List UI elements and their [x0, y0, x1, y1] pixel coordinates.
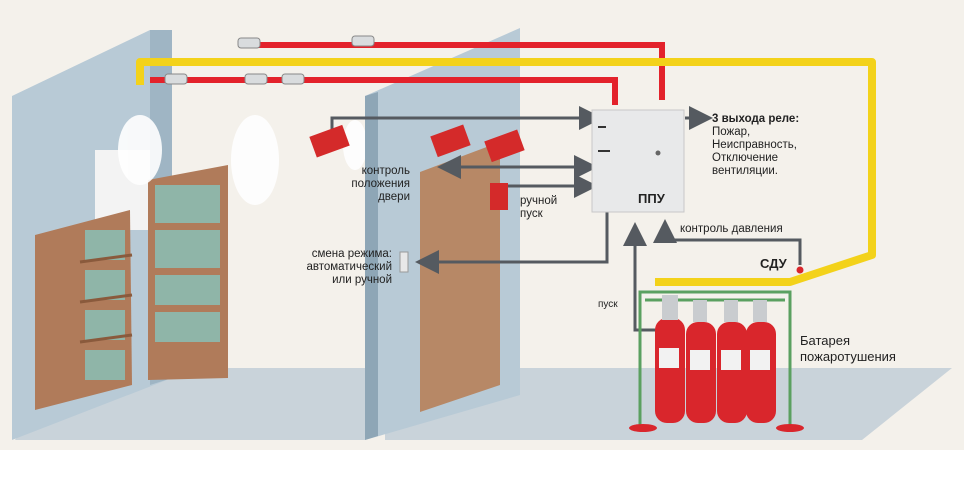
door-control-2: положения — [351, 178, 410, 190]
detector-line-2 — [150, 77, 618, 105]
control-panel-icon[interactable] — [591, 109, 685, 213]
relay-title: 3 выхода реле: — [712, 113, 800, 125]
mode-switch-label: смена режима: автоматический или ручной — [270, 248, 392, 287]
door[interactable] — [420, 142, 500, 412]
relay-off: Отключение — [712, 152, 779, 164]
battery-1: Батарея — [800, 333, 851, 348]
manual-start-1: ручной — [520, 195, 558, 207]
start-label: пуск — [598, 299, 618, 310]
bookshelf-back — [148, 165, 228, 380]
mode-switch-3: или ручной — [332, 274, 392, 286]
pressure-sensor-icon — [796, 266, 804, 274]
battery-label: Батарея пожаротушения — [800, 333, 896, 365]
relay-outputs-label: 3 выхода реле: Пожар, Неисправность, Отк… — [712, 113, 799, 178]
detector-line-1 — [240, 42, 665, 100]
manual-call-point-icon[interactable] — [490, 183, 508, 210]
exit-sign-icon — [309, 124, 525, 163]
door-control-1: контроль — [361, 165, 410, 177]
door-control-3: двери — [378, 191, 410, 203]
door-control-label: контроль положения двери — [320, 165, 410, 204]
sdu-label: СДУ — [760, 256, 787, 271]
manual-start-label: ручной пуск — [520, 195, 557, 221]
pressure-control-label: контроль давления — [680, 223, 783, 235]
smoke-detector-icon — [164, 35, 375, 85]
relay-vent: вентиляции. — [712, 165, 778, 177]
mode-switch-icon[interactable] — [399, 251, 409, 273]
gas-cylinder-icon — [655, 295, 776, 423]
mode-switch-1: смена режима: — [311, 248, 392, 260]
bookshelf-front — [35, 210, 133, 410]
manual-start-2: пуск — [520, 208, 543, 220]
mode-switch-2: автоматический — [306, 261, 392, 273]
relay-fault: Неисправность, — [712, 139, 797, 151]
extinguishing-gas — [118, 115, 367, 205]
gas-pipe — [136, 58, 876, 286]
battery-2: пожаротушения — [800, 349, 896, 364]
relay-fire: Пожар, — [712, 126, 751, 138]
ppu-label: ППУ — [638, 191, 665, 206]
